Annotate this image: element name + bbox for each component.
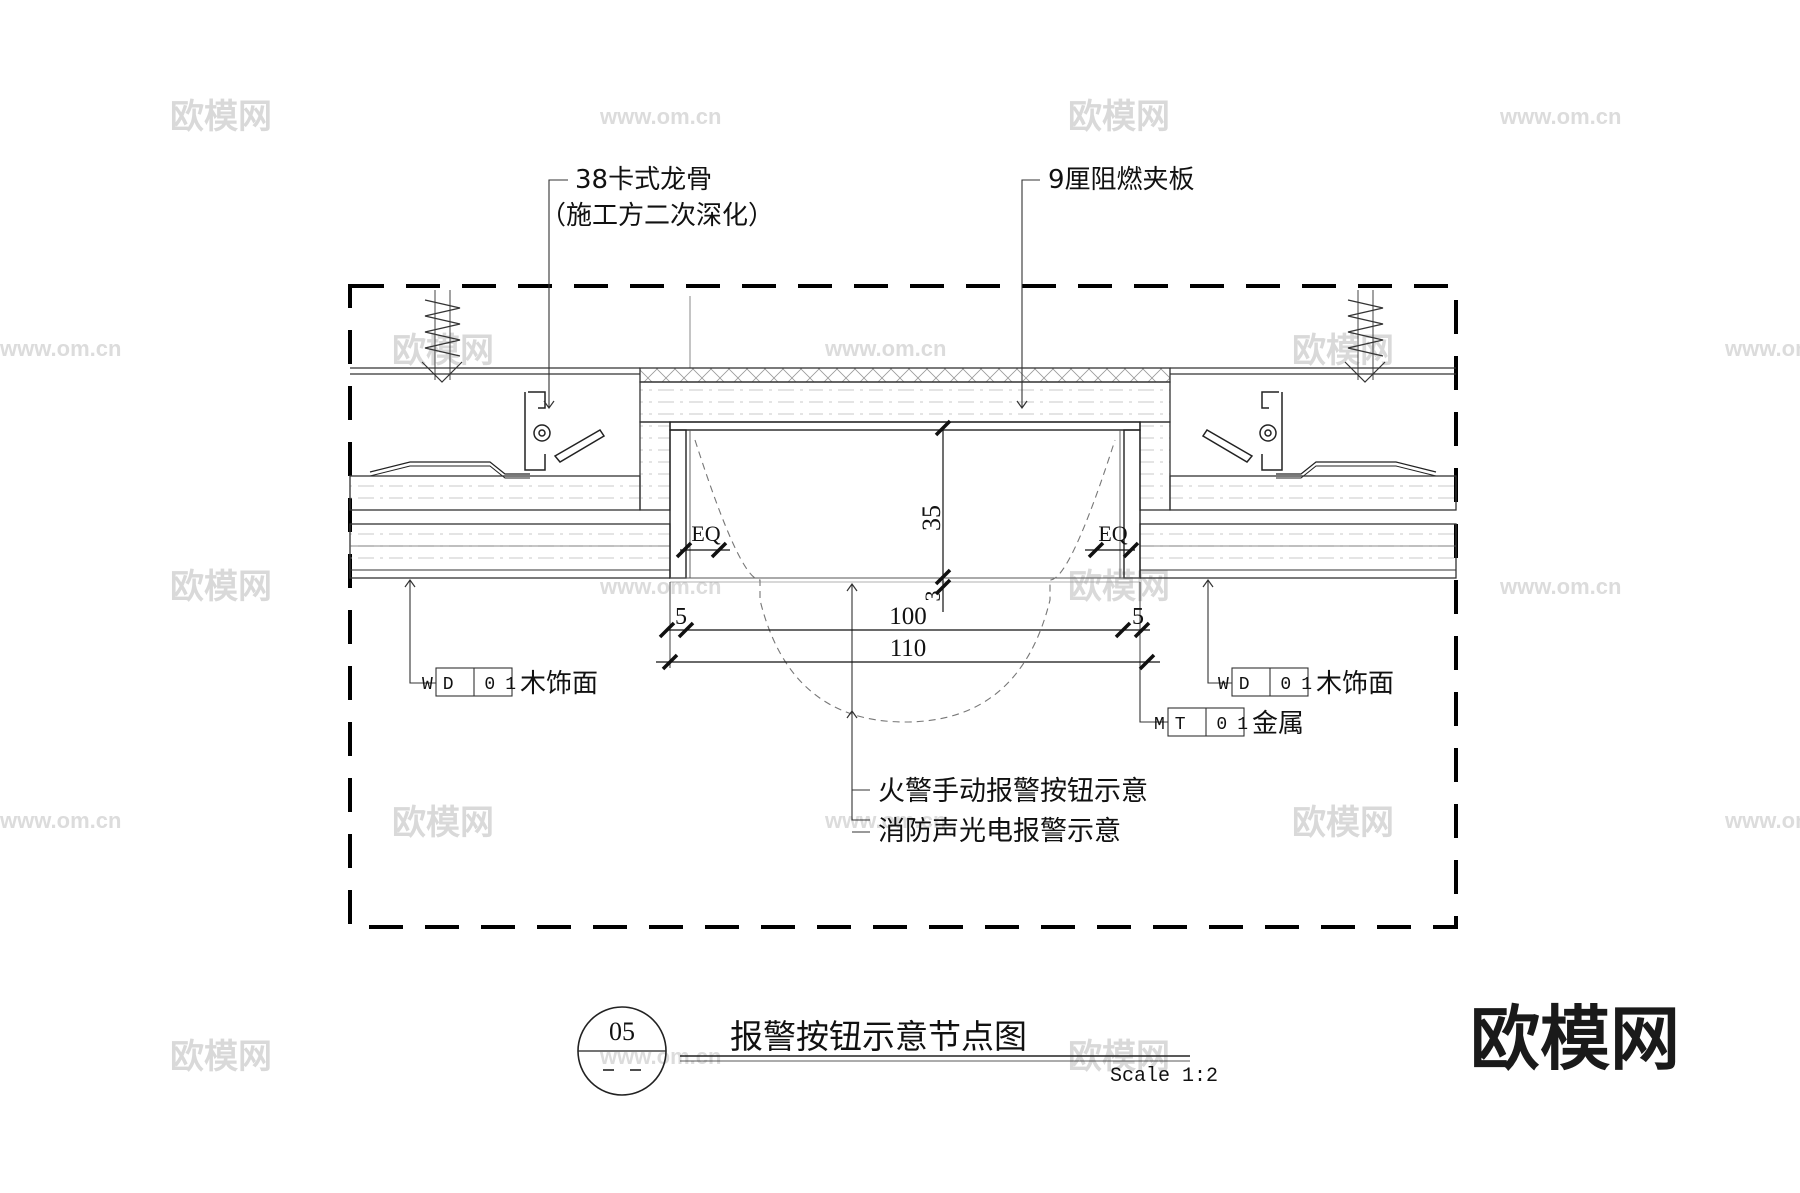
watermark-layer: 欧模网 www.om.cn 欧模网 www.om.cn www.om.cn 欧模… — [0, 97, 1800, 1077]
leader-right-wood — [1207, 580, 1232, 684]
detail-number: 05 — [609, 1017, 635, 1046]
detail-boundary — [348, 284, 1458, 929]
watermark-brand: 欧模网 — [1292, 803, 1394, 843]
detail-title: 报警按钮示意节点图 — [730, 1017, 1027, 1056]
watermark-brand: 欧模网 — [170, 567, 272, 607]
watermark-brand: 欧模网 — [170, 97, 272, 137]
callout-text: 金属 — [1252, 709, 1304, 739]
callout-code: WD 01 — [1218, 675, 1322, 695]
dimension-texts: 35 3 100 110 5 5 EQ EQ — [675, 505, 1144, 662]
watermark-url: www.om.cn — [1724, 336, 1800, 361]
right-hanger — [1344, 290, 1386, 383]
material-callout-left: WD 01 木饰面 — [422, 667, 598, 699]
callout-code: WD 01 — [422, 675, 526, 695]
watermark-url: www.om.cn — [599, 104, 721, 129]
callout-ticks — [404, 400, 1214, 719]
annotation-labels: 38卡式龙骨 （施工方二次深化） 9厘阻燃夹板 火警手动报警按钮示意 消防声光电… — [540, 165, 1195, 847]
watermark-brand: 欧模网 — [170, 1037, 272, 1077]
callout-text: 木饰面 — [1316, 669, 1394, 699]
leader-left-wood — [409, 580, 436, 684]
material-callout-metal: MT 01 金属 — [1154, 707, 1304, 739]
watermark-brand: 欧模网 — [1292, 331, 1394, 371]
watermark-url: www.om.cn — [0, 336, 121, 361]
dim-eq-left: EQ — [691, 521, 720, 546]
clip-keel-left — [369, 391, 606, 479]
dim-width-110: 110 — [890, 635, 927, 662]
watermark-brand: 欧模网 — [1068, 1037, 1170, 1077]
label-keel: 38卡式龙骨 — [575, 165, 712, 195]
button-housing — [669, 421, 1141, 583]
left-hanger — [421, 290, 463, 383]
clip-keel-right — [1201, 391, 1437, 479]
brand-logo: 欧模网 — [1470, 998, 1680, 1080]
button-dome-outline — [694, 439, 1116, 723]
label-alarm: 消防声光电报警示意 — [878, 816, 1121, 847]
dimension-lines — [656, 419, 1160, 671]
dim-right-5: 5 — [1132, 604, 1144, 630]
watermark-brand: 欧模网 — [392, 803, 494, 843]
material-callout-right: WD 01 木饰面 — [1218, 667, 1394, 699]
watermark-url: www.om.cn — [0, 808, 121, 833]
dim-height-35: 35 — [917, 505, 946, 531]
watermark-url: www.om.cn — [824, 808, 946, 833]
leader-metal — [1139, 668, 1168, 723]
leader-button — [851, 584, 870, 821]
dim-width-100: 100 — [889, 603, 927, 630]
left-board-layers — [349, 475, 671, 579]
watermark-url: www.om.cn — [1499, 574, 1621, 599]
leader-plywood — [1021, 179, 1040, 408]
watermark-brand: 欧模网 — [1068, 97, 1170, 137]
detail-scale: Scale 1:2 — [1110, 1065, 1218, 1088]
callout-text: 木饰面 — [520, 669, 598, 699]
dim-gap-3: 3 — [920, 591, 945, 602]
watermark-url: www.om.cn — [1499, 104, 1621, 129]
leader-lines — [409, 179, 1232, 833]
leader-keel — [548, 179, 568, 408]
watermark-url: www.om.cn — [1724, 808, 1800, 833]
watermark-brand: 欧模网 — [392, 331, 494, 371]
plywood-block — [639, 367, 1171, 511]
main-keel — [350, 296, 1456, 375]
dim-eq-right: EQ — [1098, 521, 1127, 546]
callout-code: MT 01 — [1154, 715, 1258, 735]
title-block: 05 报警按钮示意节点图 Scale 1:2 — [577, 1006, 1218, 1096]
label-plywood: 9厘阻燃夹板 — [1048, 165, 1195, 195]
dim-left-5: 5 — [675, 604, 687, 630]
right-board-layers — [1139, 475, 1457, 579]
label-fire-button: 火警手动报警按钮示意 — [878, 776, 1148, 807]
label-keel-note: （施工方二次深化） — [540, 201, 774, 231]
watermark-url: www.om.cn — [824, 336, 946, 361]
